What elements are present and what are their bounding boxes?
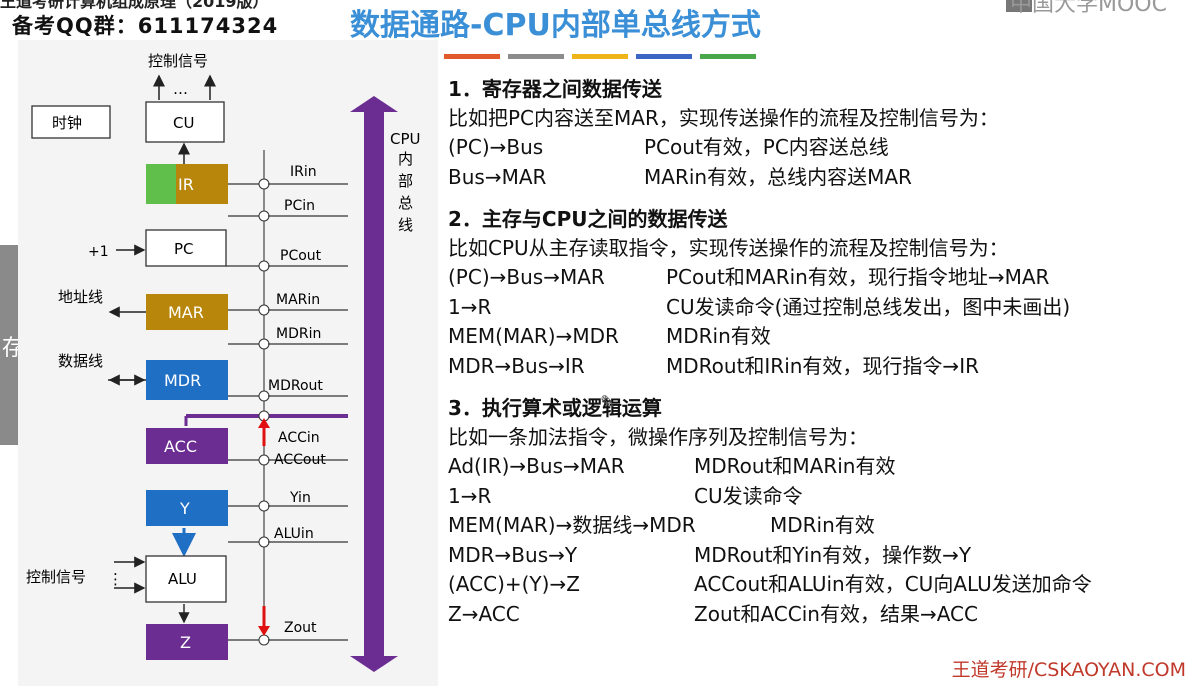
alu-label: ALU — [168, 570, 197, 588]
y-label: Y — [179, 499, 190, 518]
signal-zout: Zout — [228, 606, 348, 646]
svg-text:MARin: MARin — [276, 292, 320, 308]
stripe-orange — [444, 54, 500, 59]
svg-text:ACCout: ACCout — [274, 452, 326, 468]
signal-accin: ACCin — [258, 410, 320, 446]
mar-label: MAR — [168, 303, 204, 322]
stripe-yellow — [572, 54, 628, 59]
cu-box — [145, 101, 225, 143]
clock-label: 时钟 — [52, 114, 82, 132]
svg-text:总: 总 — [398, 194, 413, 212]
section-2-heading: 2．主存与CPU之间的数据传送 — [448, 207, 728, 231]
cu-label: CU — [173, 114, 194, 132]
mar-box — [146, 294, 228, 330]
bus-label: CPU 内 部 总 线 — [390, 130, 421, 234]
pen-cursor-icon: ✎ — [600, 392, 616, 413]
previous-heading-partial: 王道考研计算机组成原理（2019版） — [0, 0, 269, 11]
signal-mdrin: MDRin — [228, 326, 348, 350]
svg-text:部: 部 — [398, 172, 413, 190]
svg-text:内: 内 — [398, 150, 413, 168]
datapath-diagram: 控制信号 … 时钟 CU IR +1 PC 地址线 MAR 数据线 MDR AC… — [18, 40, 438, 686]
z-label: Z — [180, 633, 191, 652]
explanation-text: 1．寄存器之间数据传送 比如把PC内容送至MAR，实现传送操作的流程及控制信号为… — [448, 74, 1188, 629]
svg-text:PCout: PCout — [280, 248, 322, 264]
control-signal-left-label: 控制信号 — [26, 568, 86, 586]
signal-pcout: PCout — [226, 248, 348, 272]
signal-pcin: PCin — [228, 198, 348, 222]
signal-mdrout: MDRout — [228, 378, 348, 402]
ir-box — [176, 164, 228, 204]
slide-title: 数据通路-CPU内部单总线方式 — [350, 8, 761, 43]
svg-text:MDRin: MDRin — [276, 326, 321, 342]
signal-yin: Yin — [228, 490, 348, 512]
svg-text:PCin: PCin — [284, 198, 315, 214]
ir-box-green — [146, 164, 180, 204]
svg-text:线: 线 — [398, 216, 413, 234]
qq-group-label: 备考QQ群：611174324 — [12, 14, 279, 38]
alu-box — [145, 555, 227, 603]
stripe-gray — [508, 54, 564, 59]
section-1-heading: 1．寄存器之间数据传送 — [448, 77, 662, 101]
acc-label: ACC — [164, 437, 197, 456]
mdr-box — [146, 360, 228, 400]
z-box — [146, 624, 228, 660]
pc-label: PC — [174, 240, 194, 258]
control-signal-top-label: 控制信号 — [148, 52, 208, 70]
svg-text:MDRout: MDRout — [268, 378, 323, 394]
signal-aluin: ALUin — [228, 526, 348, 548]
section-2-intro: 比如CPU从主存读取指令，实现传送操作的流程及控制信号为： — [448, 236, 1009, 260]
color-stripes — [444, 54, 756, 59]
svg-text:CPU: CPU — [390, 130, 421, 148]
signal-accout: ACCout — [228, 452, 348, 468]
address-line-label: 地址线 — [58, 288, 103, 306]
clock-box — [31, 105, 111, 139]
section-3-heading: 3．执行算术或逻辑运算 — [448, 396, 662, 420]
y-box — [146, 490, 228, 526]
plus-one-label: +1 — [88, 244, 109, 260]
acc-box — [146, 428, 228, 464]
stripe-green — [700, 54, 756, 59]
section-1-intro: 比如把PC内容送至MAR，实现传送操作的流程及控制信号为： — [448, 106, 999, 130]
svg-text:IRin: IRin — [290, 164, 317, 180]
mdr-label: MDR — [164, 371, 201, 390]
svg-text:Yin: Yin — [289, 490, 311, 506]
pc-box — [145, 229, 227, 267]
svg-text:ACCin: ACCin — [278, 430, 320, 446]
footer-watermark: 王道考研/CSKAOYAN.COM — [951, 659, 1186, 681]
signal-marin: MARin — [228, 292, 348, 316]
signal-irin: IRin — [228, 164, 348, 190]
svg-text:Zout: Zout — [284, 620, 317, 636]
control-dots-left: ⋮ — [108, 570, 123, 588]
data-line-label: 数据线 — [58, 352, 103, 370]
stripe-blue — [636, 54, 692, 59]
control-dots: … — [173, 80, 188, 98]
mooc-logo-icon — [1006, 0, 1032, 12]
ir-label: IR — [178, 175, 194, 194]
section-3-intro: 比如一条加法指令，微操作序列及控制信号为： — [448, 425, 868, 449]
mooc-logo-text: 中国大学MOOC — [1010, 0, 1167, 17]
internal-bus-arrow — [350, 96, 398, 672]
svg-text:ALUin: ALUin — [274, 526, 314, 542]
